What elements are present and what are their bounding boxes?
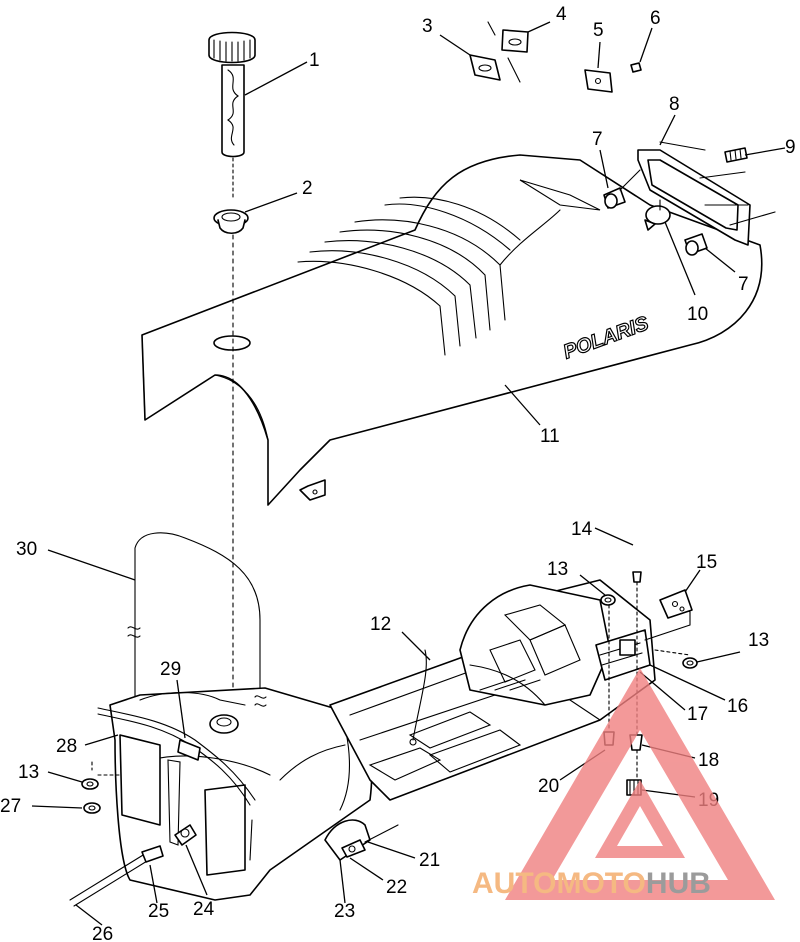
fitting-24: [174, 824, 197, 846]
lamp-socket-7-lower: [684, 233, 708, 256]
watermark-text-hub: HUB: [646, 867, 711, 900]
watermark-text: AUTOMOTOHUB: [472, 867, 711, 900]
fuel-cap: [208, 31, 256, 158]
callout-27: 27: [0, 796, 21, 817]
fuel-tank-30: [109, 687, 373, 901]
callout-29: 29: [160, 659, 181, 680]
callout-9: 9: [785, 137, 796, 158]
lamp-socket-7-upper: [603, 187, 626, 209]
seat-assembly: [141, 154, 763, 506]
seat-pan-frame-12: [329, 579, 656, 801]
drain-tube: [249, 819, 253, 861]
clamp-29: [177, 739, 201, 761]
bolt-14: [632, 571, 642, 583]
washer-13-left: [81, 778, 99, 790]
callout-28: 28: [56, 736, 77, 757]
callout-17: 17: [687, 704, 708, 725]
callout-2: 2: [302, 178, 313, 199]
fuel-valve-21-22: [324, 819, 399, 861]
callout-30: 30: [16, 539, 37, 560]
callout-12: 12: [370, 614, 391, 635]
callout-16: 16: [727, 696, 748, 717]
bracket-5: [584, 69, 613, 93]
bulb-10: [644, 205, 671, 231]
callout-7-lower: 7: [738, 274, 749, 295]
screw-6: [630, 62, 642, 73]
callout-3: 3: [422, 16, 433, 37]
callout-13-right: 13: [748, 630, 769, 651]
callout-4: 4: [556, 4, 567, 25]
callout-15: 15: [696, 552, 717, 573]
callout-10: 10: [687, 304, 708, 325]
callout-13-upper: 13: [547, 559, 568, 580]
callout-13-left: 13: [18, 762, 39, 783]
nut-27: [83, 802, 101, 814]
watermark-triangle: [505, 668, 775, 900]
callout-5: 5: [593, 20, 604, 41]
callout-26: 26: [92, 924, 113, 942]
callout-22: 22: [386, 877, 407, 898]
nut-13-upper: [600, 594, 616, 606]
watermark-logo: [505, 668, 775, 900]
tank-vent-line: [127, 532, 261, 701]
bolt-9: [724, 147, 748, 163]
callout-6: 6: [650, 8, 661, 29]
nut-13-right: [682, 657, 698, 669]
leader-lines: [31, 21, 786, 926]
callout-11: 11: [540, 426, 560, 447]
callout-25: 25: [148, 901, 169, 922]
callout-23: 23: [334, 901, 355, 922]
fuel-line-26: [69, 845, 164, 907]
callout-8: 8: [669, 94, 680, 115]
callout-14: 14: [571, 519, 593, 540]
tail-lens-8: [637, 149, 751, 246]
bracket-15: [659, 589, 693, 619]
callout-24: 24: [193, 899, 215, 920]
callout-18: 18: [698, 750, 719, 771]
watermark-text-auto: AUTOMOTO: [472, 867, 646, 900]
callout-7-upper: 7: [592, 129, 603, 150]
callout-20: 20: [538, 776, 559, 797]
grommet: [213, 209, 249, 235]
decal-plate-4: [501, 29, 529, 53]
callout-1: 1: [309, 50, 320, 71]
callout-21: 21: [419, 850, 440, 871]
decal-plate-3: [469, 54, 501, 81]
